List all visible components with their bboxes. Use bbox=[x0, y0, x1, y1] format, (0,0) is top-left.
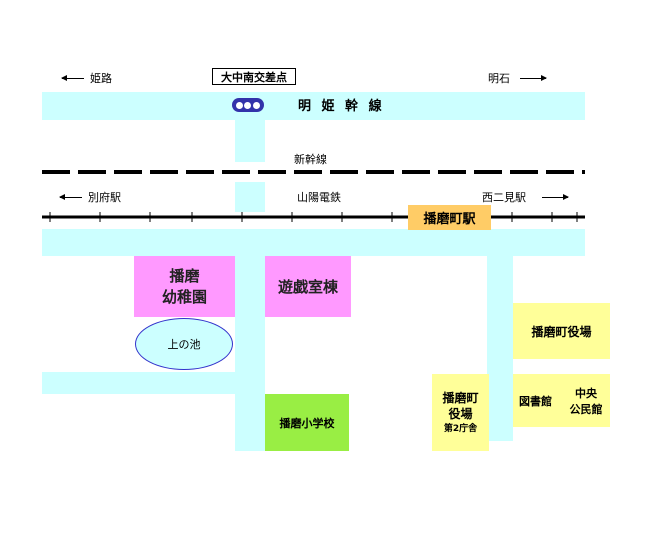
community-center-label-line1: 中央 bbox=[575, 387, 597, 400]
road-vertical-right bbox=[487, 229, 513, 441]
west-station-arrow-icon bbox=[59, 194, 82, 200]
pond: 上の池 bbox=[135, 318, 233, 370]
road-vertical-center bbox=[235, 229, 265, 451]
kindergarten-building: 播磨 幼稚園 bbox=[134, 256, 235, 317]
play-hall-label: 遊戯室棟 bbox=[277, 278, 338, 296]
intersection-label-box: 大中南交差点 bbox=[212, 68, 296, 85]
sanyo-track bbox=[42, 212, 585, 222]
east-station-arrow-icon bbox=[542, 194, 569, 200]
main-road-label: 明 姫 幹 線 bbox=[298, 99, 385, 114]
play-hall-building: 遊戯室棟 bbox=[265, 256, 351, 317]
second-office-label-line2: 役場 bbox=[448, 407, 473, 422]
intersection-label: 大中南交差点 bbox=[221, 70, 287, 84]
community-center-label: 中央 公民館 bbox=[565, 386, 607, 418]
second-office-label-line1: 播磨町 bbox=[442, 391, 479, 406]
library-label: 図書館 bbox=[519, 395, 552, 408]
traffic-signal-icon bbox=[232, 98, 264, 112]
west-arrow-icon bbox=[61, 75, 84, 81]
harima-station-box: 播磨町駅 bbox=[408, 205, 491, 230]
kindergarten-label-line1: 播磨 bbox=[169, 267, 200, 286]
town-office-label: 播磨町役場 bbox=[531, 324, 592, 339]
sanyo-line-label: 山陽電鉄 bbox=[297, 191, 341, 204]
west-station-label: 別府駅 bbox=[88, 191, 121, 204]
school-label: 播磨小学校 bbox=[279, 416, 335, 430]
west-city-label: 姫路 bbox=[90, 72, 112, 85]
community-center-label-line2: 公民館 bbox=[569, 402, 603, 416]
town-office-building: 播磨町役場 bbox=[513, 303, 610, 359]
shinkansen-track bbox=[42, 170, 585, 174]
pond-label: 上の池 bbox=[167, 338, 201, 351]
east-station-label: 西二見駅 bbox=[482, 191, 526, 204]
harima-station-label: 播磨町駅 bbox=[423, 212, 476, 227]
library-community-building: 図書館 中央 公民館 bbox=[513, 374, 610, 427]
second-office-building: 播磨町 役場 第2庁舎 bbox=[432, 374, 489, 451]
east-city-label: 明石 bbox=[488, 72, 510, 85]
east-arrow-icon bbox=[520, 75, 547, 81]
school-building: 播磨小学校 bbox=[265, 394, 349, 451]
main-road-horizontal bbox=[42, 92, 585, 120]
kindergarten-label-line2: 幼稚園 bbox=[161, 287, 207, 306]
shinkansen-label: 新幹線 bbox=[294, 153, 327, 166]
road-vertical-between-rails bbox=[235, 182, 265, 212]
second-office-label-line3: 第2庁舎 bbox=[443, 423, 478, 434]
road-horizontal-lower bbox=[42, 372, 235, 394]
